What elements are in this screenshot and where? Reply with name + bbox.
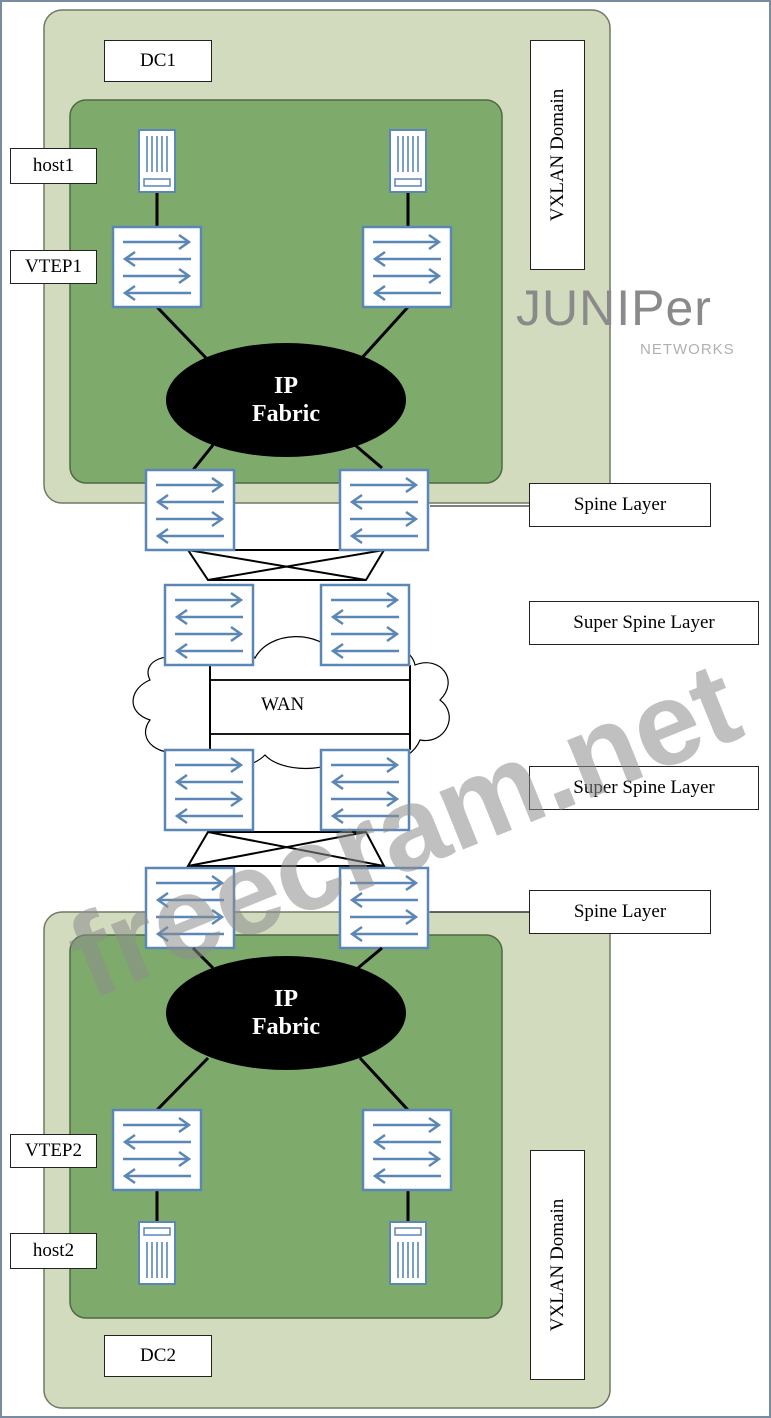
dc2-vxlan-domain-text: VXLAN Domain <box>546 1198 568 1332</box>
super-spine-bottom-label: Super Spine Layer <box>529 766 759 810</box>
dc1-fabric-line2: Fabric <box>252 401 320 427</box>
dc1-vtep-right-switch-icon <box>361 225 453 309</box>
dc1-fabric-text: IP Fabric <box>206 372 366 428</box>
dc2-host2-server-icon <box>138 1221 176 1285</box>
dc1-server-right-icon <box>389 129 427 193</box>
dc1-vxlan-domain-label: VXLAN Domain <box>530 40 585 270</box>
dc2-vtep-right-switch-icon <box>361 1108 453 1192</box>
host2-label: host2 <box>10 1233 97 1269</box>
dc2-fabric-text: IP Fabric <box>206 985 366 1041</box>
dc1-spine-right-switch-icon <box>338 468 430 552</box>
dc2-spine-layer-label: Spine Layer <box>529 890 711 934</box>
juniper-logo: JUNIPer <box>516 280 712 336</box>
dc2-fabric-line2: Fabric <box>252 1014 320 1040</box>
dc1-spine-layer-label: Spine Layer <box>529 483 711 527</box>
dc1-label: DC1 <box>104 40 212 82</box>
dc2-label: DC2 <box>104 1335 212 1377</box>
dc2-vtep2-switch-icon <box>111 1108 203 1192</box>
dc1-vtep1-switch-icon <box>111 225 203 309</box>
dc1-fabric-line1: IP <box>274 373 298 399</box>
dc1-host1-server-icon <box>138 129 176 193</box>
host1-label: host1 <box>10 148 97 184</box>
super-spine-bottom-left-switch-icon <box>163 748 255 832</box>
super-spine-top-right-switch-icon <box>319 583 411 667</box>
super-spine-top-label: Super Spine Layer <box>529 601 759 645</box>
dc1-vxlan-domain-text: VXLAN Domain <box>546 88 568 222</box>
dc2-vxlan-domain-label: VXLAN Domain <box>530 1150 585 1380</box>
super-spine-top-left-switch-icon <box>163 583 255 667</box>
juniper-networks-text: NETWORKS <box>640 341 735 358</box>
dc2-server-right-icon <box>389 1221 427 1285</box>
wan-label: WAN <box>261 694 305 715</box>
vtep2-label: VTEP2 <box>10 1134 97 1168</box>
vtep1-label: VTEP1 <box>10 250 97 284</box>
dc2-ip-fabric <box>166 956 406 1070</box>
dc1-spine-left-switch-icon <box>144 468 236 552</box>
dc1-ip-fabric <box>166 343 406 457</box>
wan-box <box>209 679 411 735</box>
dc2-fabric-line1: IP <box>274 986 298 1012</box>
